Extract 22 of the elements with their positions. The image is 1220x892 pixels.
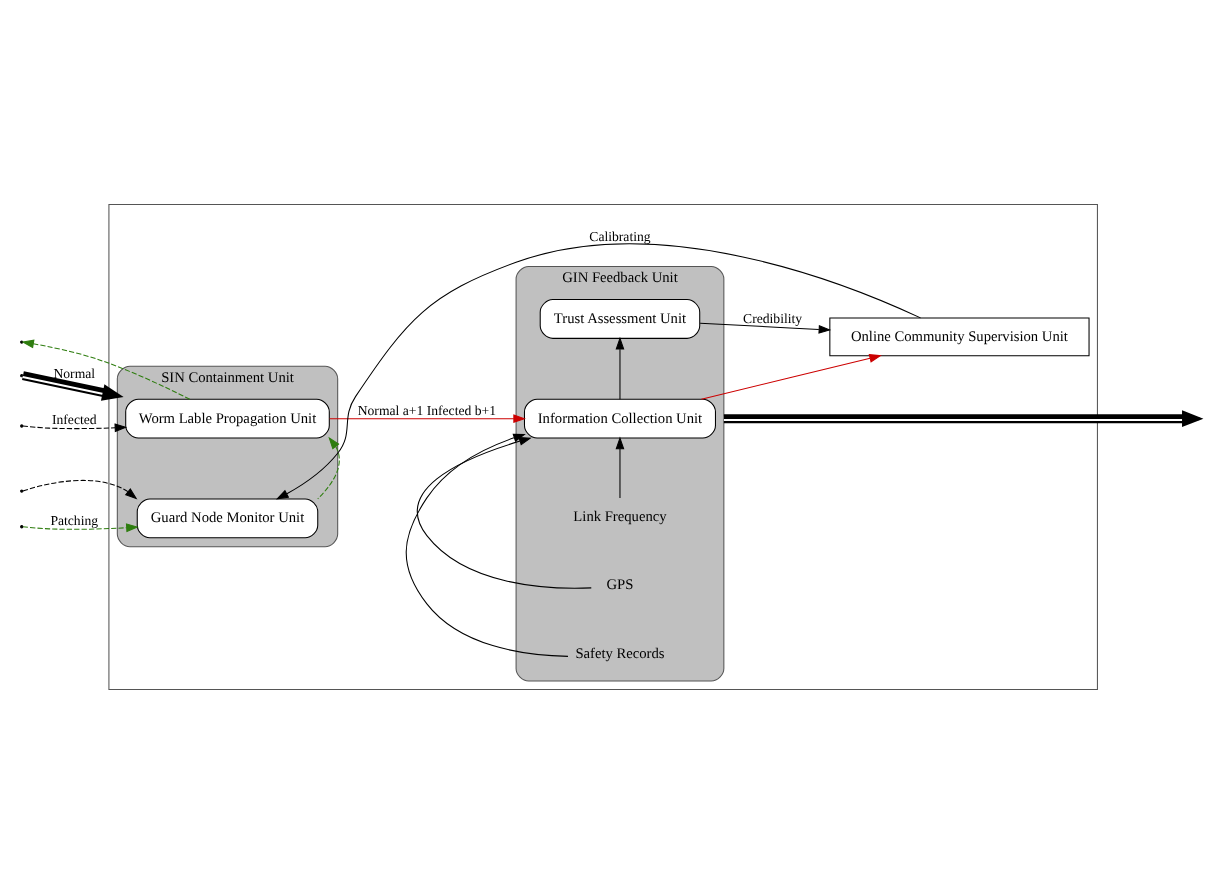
arrow [22, 478, 138, 499]
arrow [22, 422, 128, 432]
node-box: Information Collection Unit [523, 397, 716, 438]
node-text: GPS [606, 574, 634, 593]
arrow [317, 435, 340, 499]
cluster [108, 203, 1098, 689]
node-text: Safety Records [575, 642, 665, 661]
arrow [416, 436, 592, 588]
arrow [699, 321, 832, 333]
arrow [615, 335, 625, 399]
arrow [405, 432, 569, 656]
arrow [22, 522, 139, 532]
arrow [329, 413, 526, 423]
node-box: Online Community Supervision Unit [829, 316, 1090, 356]
arrow [275, 242, 922, 499]
arrow [700, 353, 882, 399]
node-box: Guard Node Monitor Unit [136, 497, 319, 538]
node-text: Link Frequency [573, 506, 667, 525]
arrow [615, 435, 625, 498]
arrow [22, 372, 106, 395]
node-box: Trust Assessment Unit [539, 298, 701, 338]
node-box: Worm Lable Propagation Unit [125, 397, 330, 438]
